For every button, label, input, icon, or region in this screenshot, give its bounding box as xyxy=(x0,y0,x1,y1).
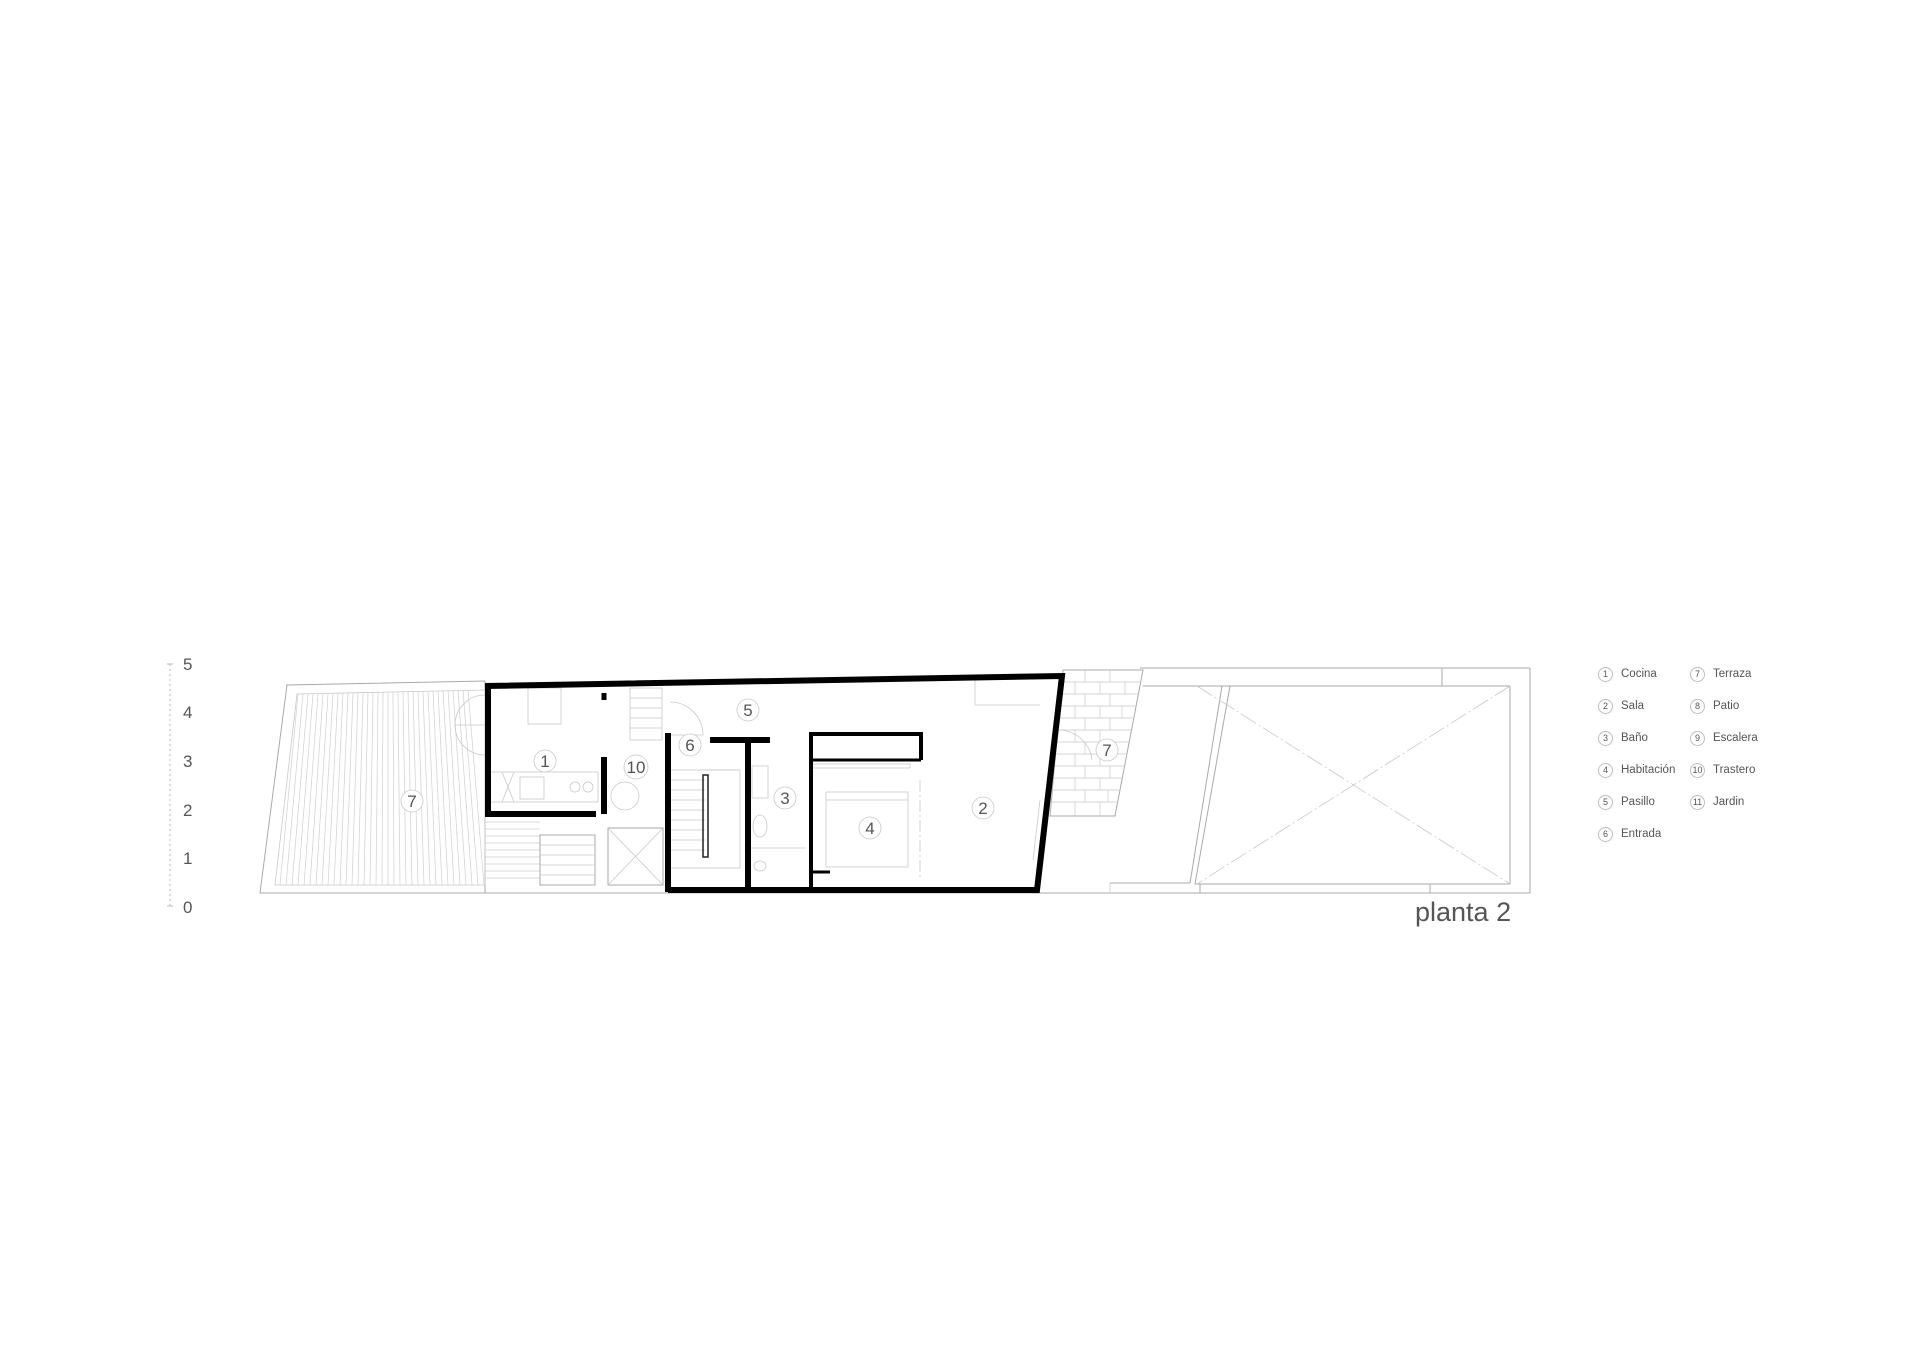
legend-item: 4 Habitación xyxy=(1598,760,1675,780)
plot-boundary xyxy=(260,667,1531,894)
interior-fixtures xyxy=(489,678,1093,880)
legend-label: Terraza xyxy=(1713,668,1752,680)
scale-tick-label: 2 xyxy=(183,801,192,820)
legend-item: 2 Sala xyxy=(1598,696,1644,716)
scale-tick-label: 4 xyxy=(183,703,192,722)
legend-number: 11 xyxy=(1690,794,1705,810)
legend-number: 5 xyxy=(1598,794,1613,810)
svg-text:7: 7 xyxy=(1102,741,1111,760)
legend-label: Escalera xyxy=(1713,732,1758,744)
scale-tick-label: 5 xyxy=(183,655,192,674)
legend-label: Sala xyxy=(1621,700,1645,712)
legend-number: 10 xyxy=(1690,762,1705,778)
svg-text:10: 10 xyxy=(627,758,646,777)
legend-label: Baño xyxy=(1621,732,1648,744)
legend-label: Trastero xyxy=(1713,764,1756,776)
plan-title: planta 2 xyxy=(1415,897,1512,927)
legend-number: 8 xyxy=(1690,698,1705,714)
scale-tick-label: 1 xyxy=(183,849,192,868)
svg-text:1: 1 xyxy=(540,752,549,771)
patio-brick xyxy=(1049,669,1144,817)
legend-label: Jardin xyxy=(1713,796,1745,808)
room-marker-3: 3 xyxy=(773,786,797,810)
legend-item: 11 Jardin xyxy=(1690,792,1744,812)
svg-text:5: 5 xyxy=(743,701,752,720)
legend-label: Pasillo xyxy=(1621,796,1655,808)
svg-text:2: 2 xyxy=(978,799,987,818)
legend-label: Cocina xyxy=(1621,668,1657,680)
room-marker-4: 4 xyxy=(858,816,882,840)
svg-text:4: 4 xyxy=(865,819,874,838)
legend-number: 7 xyxy=(1690,666,1705,682)
scale-bar: 5 4 3 2 1 0 xyxy=(167,655,192,917)
legend-number: 2 xyxy=(1598,698,1613,714)
room-marker-7-left: 7 xyxy=(400,789,424,813)
room-marker-5: 5 xyxy=(736,698,760,722)
svg-text:3: 3 xyxy=(780,789,789,808)
legend-item: 9 Escalera xyxy=(1690,728,1758,748)
svg-text:7: 7 xyxy=(407,792,416,811)
right-volume xyxy=(1109,668,1511,893)
svg-text:6: 6 xyxy=(685,736,694,755)
legend-label: Habitación xyxy=(1621,764,1676,776)
legend-number: 3 xyxy=(1598,730,1613,746)
legend-number: 1 xyxy=(1598,666,1613,682)
terrace-left xyxy=(259,680,664,894)
terrace-hatching xyxy=(279,689,540,886)
legend-item: 8 Patio xyxy=(1690,696,1739,716)
legend-number: 4 xyxy=(1598,762,1613,778)
legend-label: Entrada xyxy=(1621,828,1662,840)
walls xyxy=(484,672,1066,893)
legend-item: 3 Baño xyxy=(1598,728,1648,748)
room-marker-6: 6 xyxy=(678,733,702,757)
scale-tick-label: 0 xyxy=(183,898,192,917)
room-marker-10: 10 xyxy=(623,754,649,780)
legend-number: 9 xyxy=(1690,730,1705,746)
legend-item: 1 Cocina xyxy=(1598,664,1657,684)
legend-item: 6 Entrada xyxy=(1598,824,1661,844)
legend-label: Patio xyxy=(1713,700,1740,712)
legend-item: 5 Pasillo xyxy=(1598,792,1655,812)
room-markers: 1 10 6 5 3 4 2 7 7 xyxy=(400,698,1119,840)
legend-item: 10 Trastero xyxy=(1690,760,1755,780)
legend-number: 6 xyxy=(1598,826,1613,842)
room-marker-7-right: 7 xyxy=(1095,738,1119,762)
legend-item: 7 Terraza xyxy=(1690,664,1751,684)
room-marker-1: 1 xyxy=(533,749,557,773)
scale-tick-label: 3 xyxy=(183,752,192,771)
room-marker-2: 2 xyxy=(971,796,995,820)
